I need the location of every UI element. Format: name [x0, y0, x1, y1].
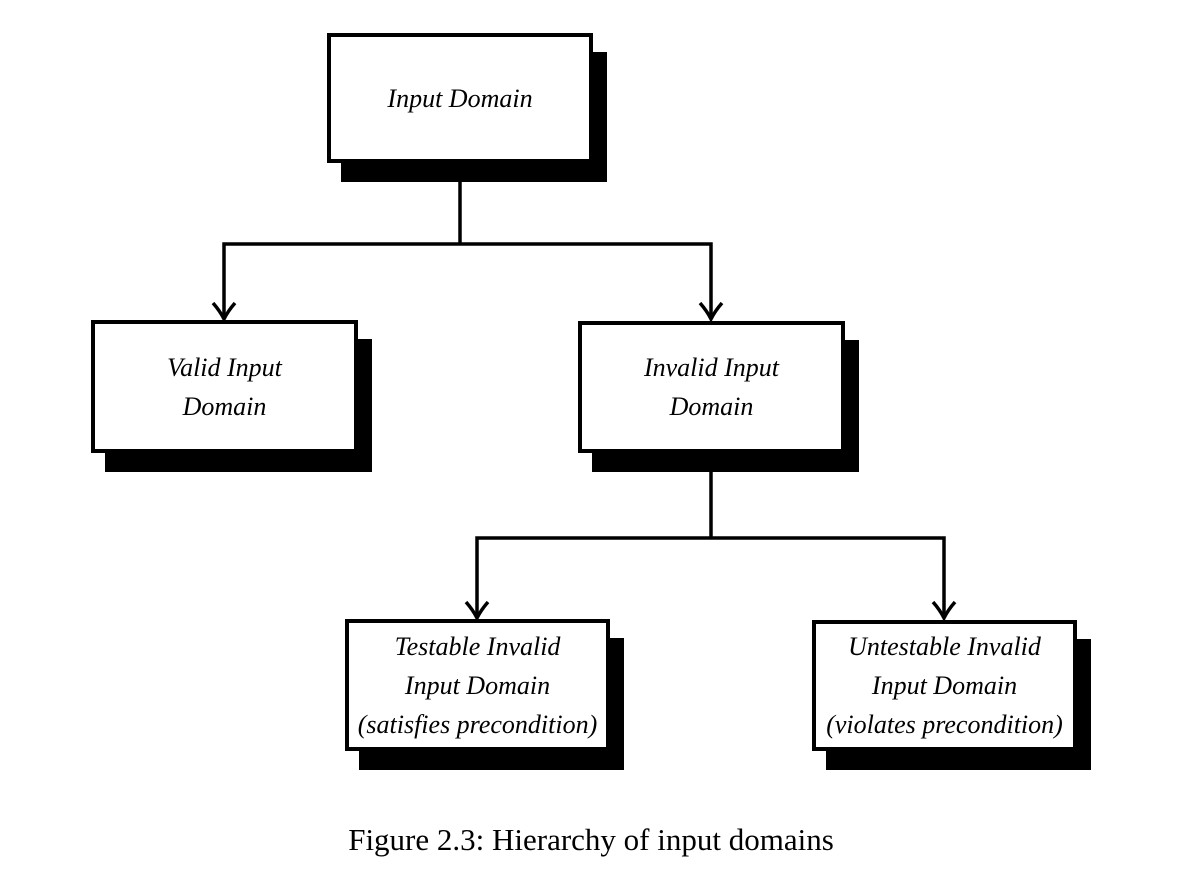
node-label: Untestable Invalid [848, 632, 1041, 661]
arrowhead-testable [464, 600, 490, 622]
node-label: (satisfies precondition) [357, 709, 598, 739]
node-untestable-invalid-input-domain: Untestable Invalid Input Domain (violate… [812, 620, 1077, 751]
connector-level-2 [464, 451, 957, 622]
node-label: Input Domain [404, 670, 551, 700]
node-label: Input Domain [871, 671, 1018, 700]
node-invalid-input-domain: Invalid Input Domain [578, 321, 845, 453]
node-label: Input Domain [387, 83, 533, 113]
arrowhead-invalid [698, 301, 724, 323]
node-valid-input-domain: Valid Input Domain [91, 320, 358, 453]
node-testable-invalid-input-domain: Testable Invalid Input Domain (satisfies… [345, 619, 610, 751]
node-label: Invalid Input [643, 353, 780, 382]
node-input-domain: Input Domain [327, 33, 593, 163]
node-label: Valid Input [167, 352, 282, 382]
node-label: Domain [669, 392, 754, 421]
node-label: Domain [182, 391, 267, 421]
arrowhead-valid [211, 301, 237, 323]
arrowhead-untestable [931, 600, 957, 622]
node-label: (violates precondition) [826, 710, 1063, 739]
connector-level-1 [211, 161, 724, 323]
node-label: Testable Invalid [394, 631, 561, 661]
figure-caption: Figure 2.3: Hierarchy of input domains [348, 822, 834, 857]
